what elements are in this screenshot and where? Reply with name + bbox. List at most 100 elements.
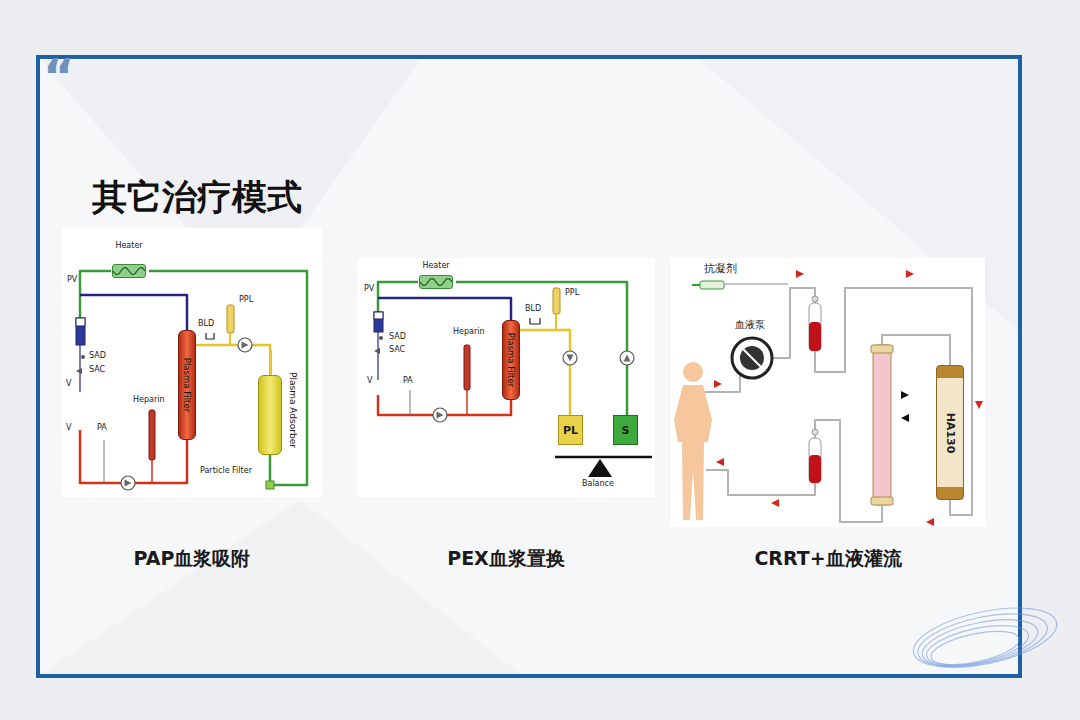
sad-sensor <box>81 355 85 359</box>
sad-sensor <box>379 336 383 340</box>
heater-icon <box>419 275 453 289</box>
plasma-filter: Plasma Filter <box>178 330 196 440</box>
part-label: PV <box>363 285 375 294</box>
fluid-bag: PL <box>558 415 583 445</box>
pump-symbol <box>433 408 447 422</box>
tube-connector <box>196 345 270 350</box>
patient-head <box>683 362 703 382</box>
flow-arrow <box>796 270 804 278</box>
slide-title: 其它治疗模式 <box>92 174 302 221</box>
node-label: Plasma Adsorber <box>288 372 297 448</box>
plasma-filter: Plasma Filter <box>502 320 520 400</box>
heater-wave-line <box>420 279 452 286</box>
ppl-tube <box>553 288 560 314</box>
drip-chamber <box>809 303 821 351</box>
venous-line <box>79 345 80 392</box>
syringe-plunger <box>692 284 700 286</box>
panel-caption: CRRT+血液灌流 <box>671 546 985 572</box>
pump-symbol <box>563 351 577 365</box>
pump-rotor <box>740 346 764 370</box>
pump-direction <box>125 480 132 487</box>
heparin-syringe <box>149 410 155 460</box>
filtrate-arrow <box>901 414 909 422</box>
part-label: V <box>65 380 72 389</box>
arterial-line <box>80 430 187 483</box>
part-label: BLD <box>524 305 542 314</box>
pump-symbol <box>238 338 252 352</box>
venous-chamber-top <box>76 318 85 326</box>
heater-wave-line <box>113 268 145 275</box>
blood-pump <box>732 338 772 378</box>
plasma-adsorber: Plasma Adsorber <box>258 350 300 455</box>
venous-chamber <box>76 318 85 345</box>
pump-direction <box>437 412 444 419</box>
background-facet <box>40 500 520 674</box>
pump-symbol <box>121 476 135 490</box>
part-label: SAC <box>88 366 106 375</box>
drip-chamber-blood <box>809 322 821 351</box>
heater-icon <box>112 264 146 278</box>
flow-arrow <box>975 401 983 409</box>
part-label: PPL <box>564 289 580 298</box>
heater-wave <box>420 276 452 288</box>
tube-line <box>815 288 972 515</box>
pump-rotor-blade <box>743 349 761 367</box>
heater-wave <box>113 265 145 277</box>
bld-bracket <box>530 318 540 324</box>
node-label: PL <box>563 424 578 437</box>
flow-arrow <box>771 499 779 507</box>
slide-frame <box>38 57 1020 676</box>
plasma-line <box>229 333 231 345</box>
drip-chamber <box>809 438 821 483</box>
sac-clamp <box>374 348 380 354</box>
plasma-line-stub <box>269 350 272 375</box>
hemofilter-cap <box>871 345 893 353</box>
pressure-gauge <box>812 429 818 435</box>
part-label: PV <box>66 276 78 285</box>
pump-symbol <box>620 351 634 365</box>
venous-chamber-top <box>374 312 383 319</box>
node-label: Plasma Filter <box>183 358 192 412</box>
flow-arrow <box>714 380 722 388</box>
panel-ground <box>62 228 322 497</box>
heater-box: Heater <box>416 261 456 289</box>
pressure-tap <box>104 440 105 483</box>
panel-ground <box>357 258 655 497</box>
pump-direction <box>242 342 249 349</box>
part-label: Heparin <box>452 328 486 337</box>
node-label: Plasma Filter <box>507 333 516 387</box>
part-label: PPL <box>238 296 254 305</box>
part-label: BLD <box>197 320 215 329</box>
drip-chamber-blood <box>809 455 821 483</box>
plasma-line <box>555 314 557 330</box>
node-label: HA130 <box>945 412 956 453</box>
heparin-syringe <box>464 345 470 390</box>
tube-connector <box>149 271 307 485</box>
panel-caption: PAP血浆吸附 <box>62 546 322 572</box>
tube-line <box>724 283 788 285</box>
anticoagulant-syringe <box>700 281 724 289</box>
diagram-panel: PEX血浆置换 HeaterPlasma FilterPL S <box>357 258 655 574</box>
pressure-tap <box>410 390 411 415</box>
patient-body <box>674 385 712 520</box>
part-label: 血液泵 <box>734 319 766 330</box>
flow-arrow <box>716 458 724 466</box>
diagram-panel: CRRT+血液灌流 HA130 <box>671 258 985 574</box>
panel-caption: PEX血浆置换 <box>357 546 655 572</box>
part-label: SAC <box>388 346 406 355</box>
hemoperfusion-cartridge: HA130 <box>936 365 964 500</box>
pump-direction <box>567 355 574 362</box>
part-label: SAD <box>88 352 107 361</box>
fluid-bag: S <box>613 415 638 445</box>
diagram-panel: PAP血浆吸附 HeaterPlasma Filter Plasma Adsorbe… <box>62 228 322 574</box>
venous-line <box>80 295 187 330</box>
hemofilter <box>873 345 891 505</box>
heparin-line <box>466 390 468 415</box>
node-label: Heater <box>109 241 149 250</box>
venous-chamber <box>374 312 383 332</box>
